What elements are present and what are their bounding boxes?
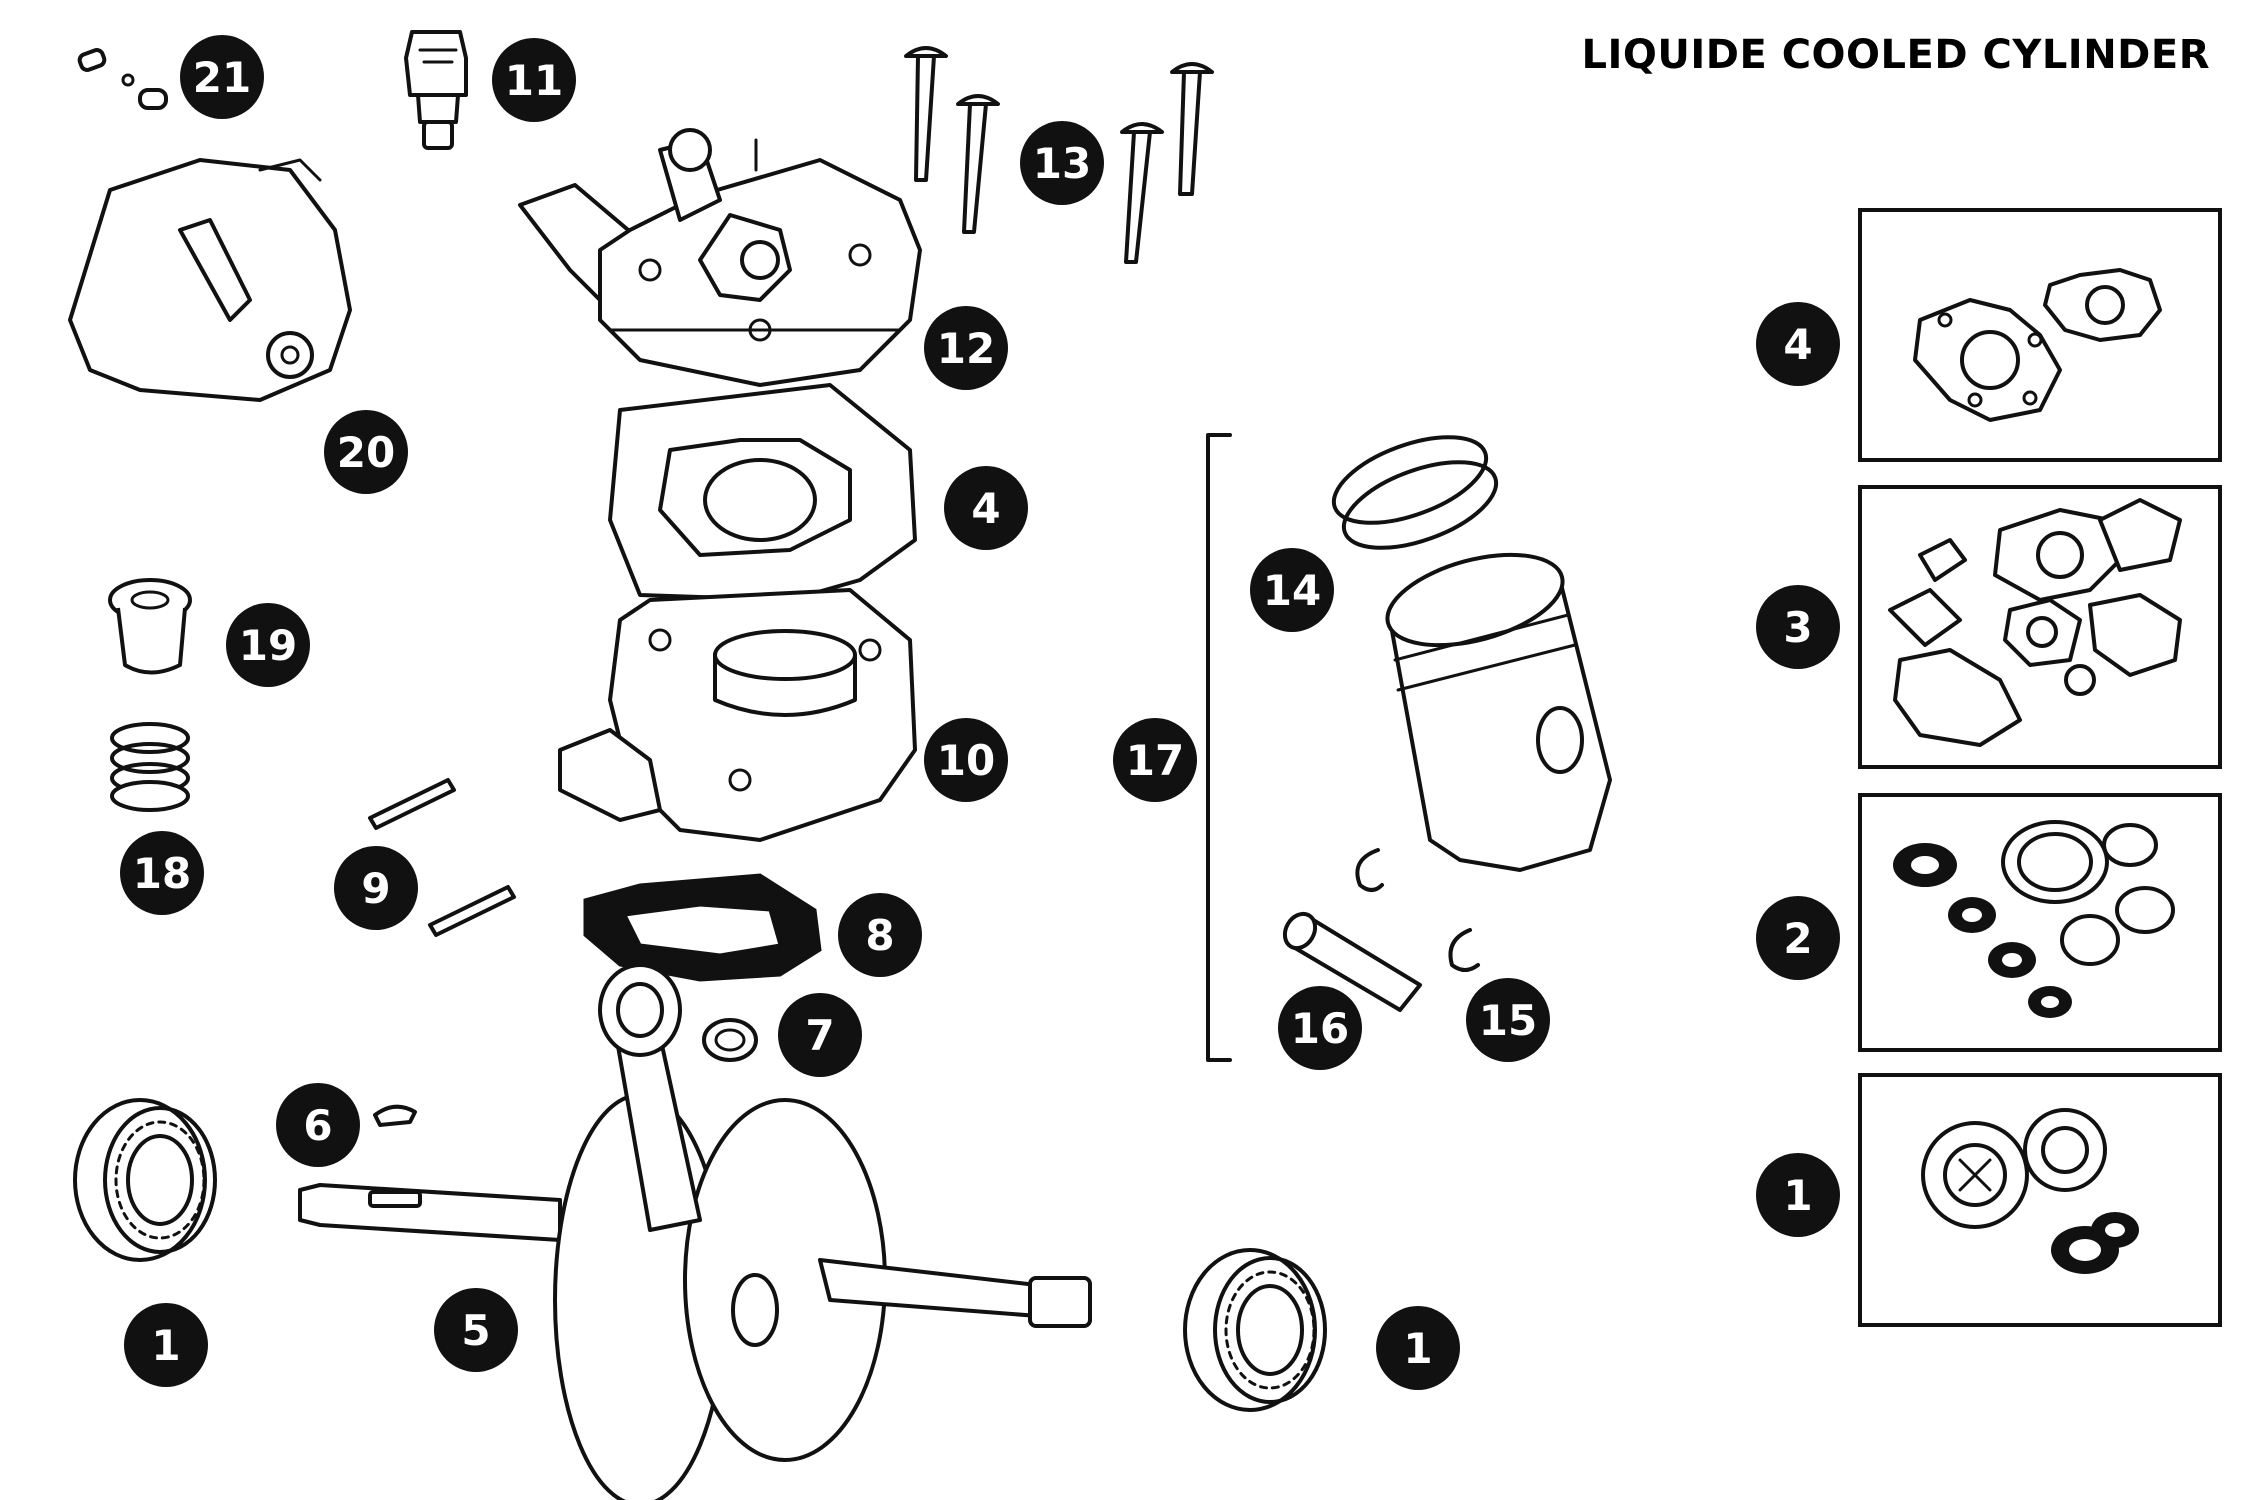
kit-panel-4 <box>1858 208 2222 462</box>
part-1-bearing-right-illustration <box>1183 1248 1327 1412</box>
part-10-cylinder-illustration <box>558 588 917 842</box>
svg-text:1: 1 <box>151 1321 180 1370</box>
part-9-studs-illustration <box>368 778 516 937</box>
callout-8: 8 <box>838 893 922 977</box>
part-8-base-gasket-illustration <box>583 873 822 982</box>
part-4-head-gasket-illustration <box>608 383 917 602</box>
part-14-piston-rings-illustration <box>1331 435 1499 550</box>
kit-panel-3 <box>1858 485 2222 769</box>
svg-text:12: 12 <box>937 324 995 373</box>
callout-9: 9 <box>334 846 418 930</box>
svg-text:18: 18 <box>133 849 191 898</box>
part-19-thermostat-illustration <box>108 578 192 675</box>
part-12-cylinder-head-illustration <box>518 128 922 387</box>
callout-1-left: 1 <box>124 1303 208 1387</box>
part-1-bearing-left-illustration <box>73 1098 217 1262</box>
callout-20: 20 <box>324 410 408 494</box>
callout-17: 17 <box>1113 718 1197 802</box>
svg-text:15: 15 <box>1479 996 1537 1045</box>
svg-text:20: 20 <box>337 428 395 477</box>
svg-text:10: 10 <box>937 736 995 785</box>
part-11-sensor-illustration <box>404 30 468 150</box>
svg-text:13: 13 <box>1033 139 1091 188</box>
callout-19: 19 <box>226 603 310 687</box>
svg-text:9: 9 <box>361 864 390 913</box>
callout-13: 13 <box>1020 121 1104 205</box>
svg-text:19: 19 <box>239 621 297 670</box>
svg-text:21: 21 <box>193 53 251 102</box>
svg-text:1: 1 <box>1783 1171 1812 1220</box>
svg-text:16: 16 <box>1291 1004 1349 1053</box>
kit-panel-2 <box>1858 793 2222 1052</box>
callout-10: 10 <box>924 718 1008 802</box>
callout-16: 16 <box>1278 986 1362 1070</box>
part-18-spring-illustration <box>110 722 190 812</box>
svg-text:7: 7 <box>805 1011 834 1060</box>
kit-callout-2: 2 <box>1756 896 1840 980</box>
callout-6: 6 <box>276 1083 360 1167</box>
kit-callout-4: 4 <box>1756 302 1840 386</box>
part-16-piston-pin-illustration <box>1282 911 1422 1012</box>
part-13-bolts-illustration <box>904 46 1214 264</box>
svg-text:11: 11 <box>505 56 563 105</box>
callout-4: 4 <box>944 466 1028 550</box>
piston-illustration <box>1385 552 1612 872</box>
svg-text:4: 4 <box>1783 320 1812 369</box>
callout-18: 18 <box>120 831 204 915</box>
callout-14: 14 <box>1250 548 1334 632</box>
diagram-title: LIQUIDE COOLED CYLINDER <box>1582 32 2211 78</box>
callout-5: 5 <box>434 1288 518 1372</box>
callout-21: 21 <box>180 35 264 119</box>
svg-text:4: 4 <box>971 484 1000 533</box>
svg-text:3: 3 <box>1783 603 1812 652</box>
part-7-needle-bearing-illustration <box>702 1018 758 1062</box>
svg-text:5: 5 <box>461 1306 490 1355</box>
callout-12: 12 <box>924 306 1008 390</box>
part-20-cover-illustration <box>68 158 352 402</box>
callout-11: 11 <box>492 38 576 122</box>
part-15-circlips-illustration <box>1355 848 1480 972</box>
callout-15: 15 <box>1466 978 1550 1062</box>
callout-7: 7 <box>778 993 862 1077</box>
svg-text:1: 1 <box>1403 1324 1432 1373</box>
svg-text:14: 14 <box>1263 566 1321 615</box>
kit-callout-3: 3 <box>1756 585 1840 669</box>
part-5-crankshaft-illustration <box>298 963 1092 1500</box>
kit-panel-1 <box>1858 1073 2222 1327</box>
callout-1-right: 1 <box>1376 1306 1460 1390</box>
part-6-key-illustration <box>373 1104 417 1127</box>
svg-text:8: 8 <box>865 911 894 960</box>
kit-callout-1: 1 <box>1756 1153 1840 1237</box>
svg-text:17: 17 <box>1126 736 1184 785</box>
part-21-screws-illustration <box>77 48 168 110</box>
svg-text:2: 2 <box>1783 914 1812 963</box>
part-17-piston-kit-bracket <box>1206 433 1232 1062</box>
svg-text:6: 6 <box>303 1101 332 1150</box>
